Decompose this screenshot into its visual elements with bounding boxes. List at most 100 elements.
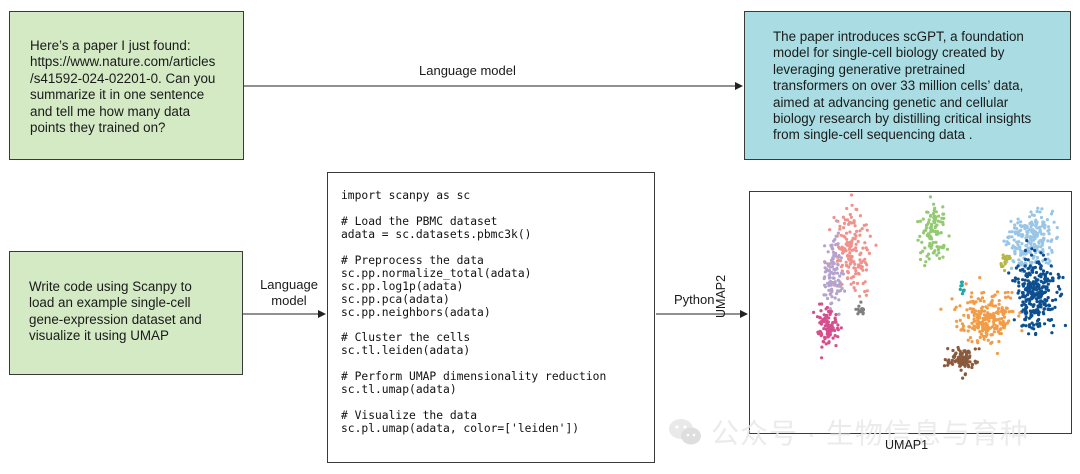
umap-point [860,227,864,231]
umap-point [1031,232,1036,236]
umap-point [834,219,839,223]
umap-point [916,238,920,242]
umap-point [970,310,974,314]
umap-point [827,284,831,288]
umap-point [961,376,965,380]
umap-point [1023,317,1027,322]
umap-point [830,265,834,269]
umap-point [828,228,832,232]
umap-point [834,234,838,238]
umap-point [854,246,858,250]
umap-point [1039,275,1043,279]
umap-point [1029,210,1033,214]
umap-point [1038,266,1042,270]
umap-point [857,272,861,276]
umap-point [1036,294,1040,298]
umap-point [1017,314,1021,318]
umap-point [1016,277,1020,281]
umap-point [847,247,852,251]
umap-point [1023,278,1027,282]
umap-point [978,299,983,303]
umap-point [855,207,859,212]
umap-point [1036,206,1040,210]
umap-point [1004,295,1008,300]
umap-point [1027,271,1031,275]
umap-point [1009,296,1013,300]
umap-point [1046,257,1050,261]
umap-point [992,322,996,326]
umap-point [982,299,986,303]
umap-point [985,315,989,319]
umap-point [927,252,931,256]
umap-point [1039,215,1044,220]
umap-point [999,331,1003,336]
umap-point [966,329,970,333]
umap-point [933,221,937,225]
umap-point [845,218,850,222]
umap-point [997,302,1001,306]
umap-point [865,228,869,232]
umap-point [1039,272,1043,276]
umap-point [1028,309,1033,313]
umap-cluster-10 [999,253,1011,273]
umap-point [1043,226,1047,230]
umap-point [987,319,991,323]
umap-point [984,321,988,325]
umap-point [990,340,994,344]
umap-point [934,210,938,214]
umap-point [1027,323,1032,327]
umap-point [1025,305,1029,310]
umap-point [950,297,954,301]
umap-point [984,334,988,338]
umap-point [1030,260,1034,264]
umap-point [1034,233,1038,237]
umap-point [967,365,971,369]
umap-point [980,296,985,300]
umap-point [864,268,869,272]
umap-point [849,282,853,286]
umap-point [1043,322,1047,326]
umap-point [863,257,867,261]
umap-point [1035,255,1040,260]
umap-point [841,215,845,219]
umap-point [1033,248,1037,253]
umap-point [951,348,955,353]
umap-point [1057,276,1061,280]
umap-point [854,307,858,311]
umap-point [957,348,961,352]
umap-point [852,280,856,285]
umap-point [1034,222,1039,226]
umap-point [1049,239,1053,243]
umap-point [847,257,851,261]
umap-point [1063,323,1067,328]
umap-point [823,324,827,328]
umap-point [852,221,856,225]
umap-point [1037,313,1041,317]
umap-point [827,316,831,320]
umap-point [839,233,843,237]
umap-point [868,234,872,238]
umap-point [1025,239,1029,243]
umap-point [1022,302,1026,306]
umap-point [1004,306,1008,310]
umap-point [1000,317,1004,321]
umap-point [981,325,985,329]
umap-point [838,227,842,231]
umap-point [844,231,849,235]
umap-point [1052,220,1056,224]
umap-point [1031,304,1035,308]
umap-point [957,359,961,363]
umap-point [846,271,850,275]
umap-point [838,224,842,228]
umap-point [958,352,962,356]
umap-point [927,244,931,248]
umap-point [1045,298,1049,302]
umap-point [929,246,933,250]
umap1-axis-label: UMAP1 [885,438,929,452]
umap-point [839,256,843,260]
umap-point [1036,291,1040,295]
umap-point [976,341,980,345]
python-label: Python [674,292,715,307]
umap-point [853,288,857,292]
umap-point [972,317,976,321]
